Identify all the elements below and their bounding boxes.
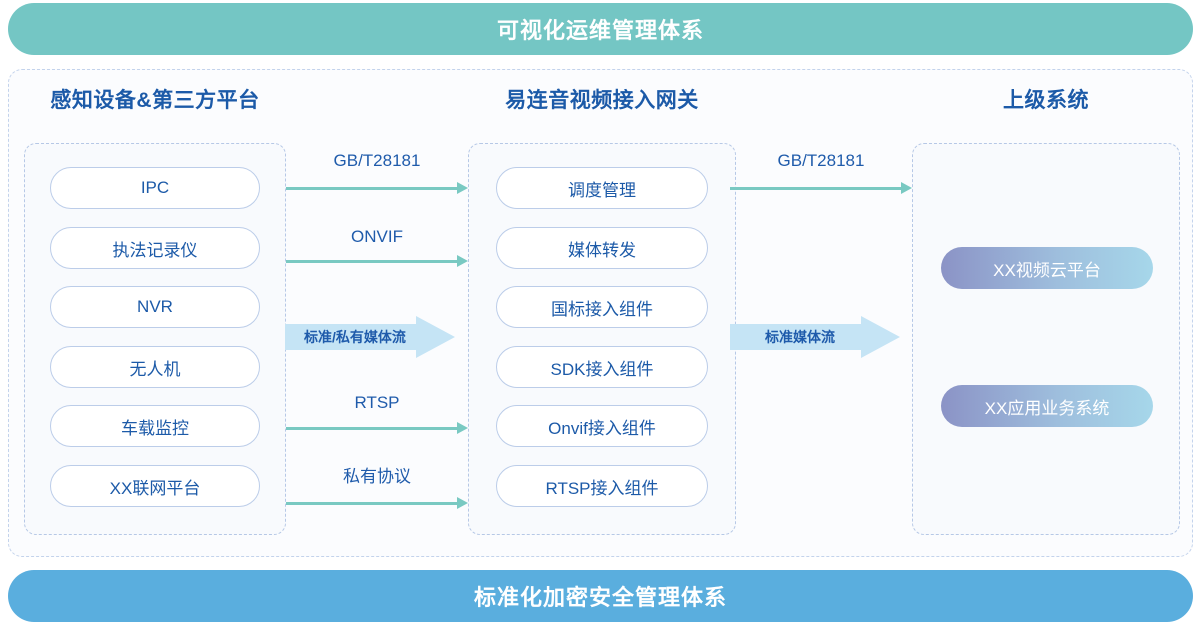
connector-arrow-private-protocol — [286, 497, 468, 509]
upper-system-video-cloud[interactable]: XX视频云平台 — [941, 247, 1153, 289]
bottom-banner: 标准化加密安全管理体系 — [8, 570, 1193, 622]
device-item-platform[interactable]: XX联网平台 — [50, 465, 260, 507]
upper-system-business-app[interactable]: XX应用业务系统 — [941, 385, 1153, 427]
connector-arrow-onvif — [286, 255, 468, 267]
connector-label-gbt28181-right: GB/T28181 — [777, 151, 865, 170]
gateway-item-sdk-access[interactable]: SDK接入组件 — [496, 346, 708, 388]
column-header-middle: 易连音视频接入网关 — [505, 89, 699, 112]
connector-label-gbt28181-left: GB/T28181 — [333, 151, 421, 170]
column-header-right: 上级系统 — [1003, 89, 1089, 112]
column-header-left: 感知设备&第三方平台 — [50, 89, 260, 112]
column-box-right — [912, 143, 1180, 535]
block-arrow-label-mixed-media-stream: 标准/私有媒体流 — [304, 329, 406, 345]
gateway-item-onvif-access[interactable]: Onvif接入组件 — [496, 405, 708, 447]
device-item-recorder[interactable]: 执法记录仪 — [50, 227, 260, 269]
gateway-item-media-forward[interactable]: 媒体转发 — [496, 227, 708, 269]
block-arrow-label-standard-media-stream: 标准媒体流 — [765, 329, 835, 345]
connector-label-onvif: ONVIF — [351, 227, 403, 246]
block-arrow-standard-media-stream: 标准媒体流 — [730, 316, 900, 358]
gateway-item-rtsp-access[interactable]: RTSP接入组件 — [496, 465, 708, 507]
gateway-item-dispatch[interactable]: 调度管理 — [496, 167, 708, 209]
device-item-vehicle[interactable]: 车载监控 — [50, 405, 260, 447]
connector-arrow-rtsp — [286, 422, 468, 434]
device-item-nvr[interactable]: NVR — [50, 286, 260, 328]
device-item-ipc[interactable]: IPC — [50, 167, 260, 209]
connector-arrow-gbt28181-left — [286, 182, 468, 194]
top-banner: 可视化运维管理体系 — [8, 3, 1193, 55]
gateway-item-gb-access[interactable]: 国标接入组件 — [496, 286, 708, 328]
connector-label-rtsp: RTSP — [354, 393, 400, 412]
connector-arrow-gbt28181-right — [730, 182, 912, 194]
connector-label-private-protocol: 私有协议 — [343, 467, 411, 486]
block-arrow-mixed-media-stream: 标准/私有媒体流 — [285, 316, 455, 358]
device-item-drone[interactable]: 无人机 — [50, 346, 260, 388]
